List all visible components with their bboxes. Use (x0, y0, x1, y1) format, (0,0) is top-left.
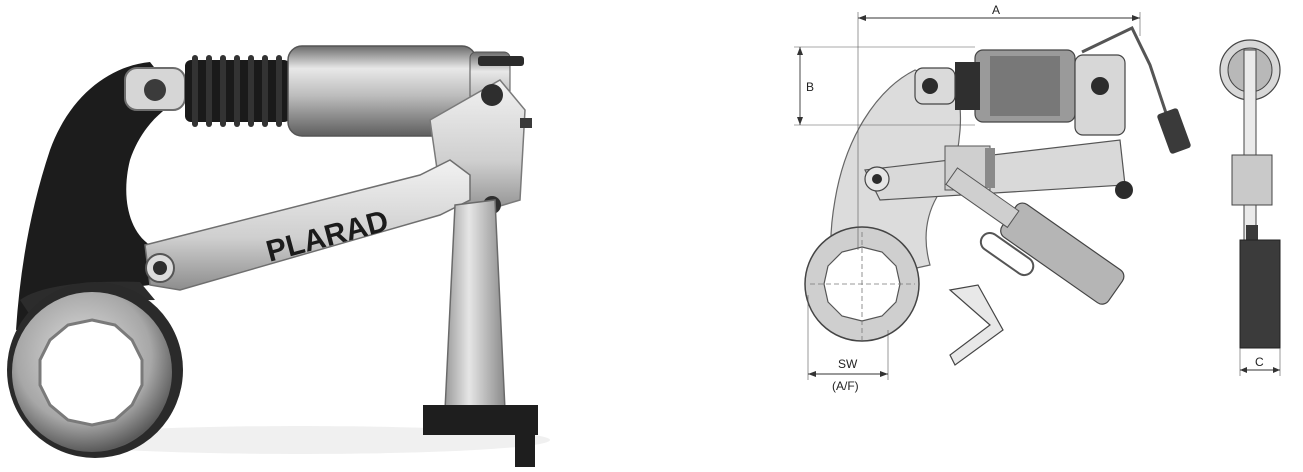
drawing-hose (1081, 26, 1177, 141)
drawing-reaction-arm (945, 167, 1125, 305)
dimension-label-c: C (1255, 355, 1264, 369)
hex-socket (38, 318, 144, 427)
dimension-label-sw: SW (838, 357, 858, 371)
lever-arm (144, 159, 471, 291)
reaction-leg (444, 199, 506, 411)
drive-ring (7, 282, 183, 458)
bellows (185, 55, 290, 127)
dimension-label-a: A (992, 3, 1000, 17)
dimension-label-b: B (806, 80, 814, 94)
wrench-photo: PLARAD (7, 45, 550, 467)
wrench-body (16, 62, 180, 330)
dimension-drawing: A B SW (A/F) C (794, 3, 1281, 393)
drawing-side-view (1219, 39, 1281, 349)
dimension-label-af: (A/F) (832, 379, 859, 393)
